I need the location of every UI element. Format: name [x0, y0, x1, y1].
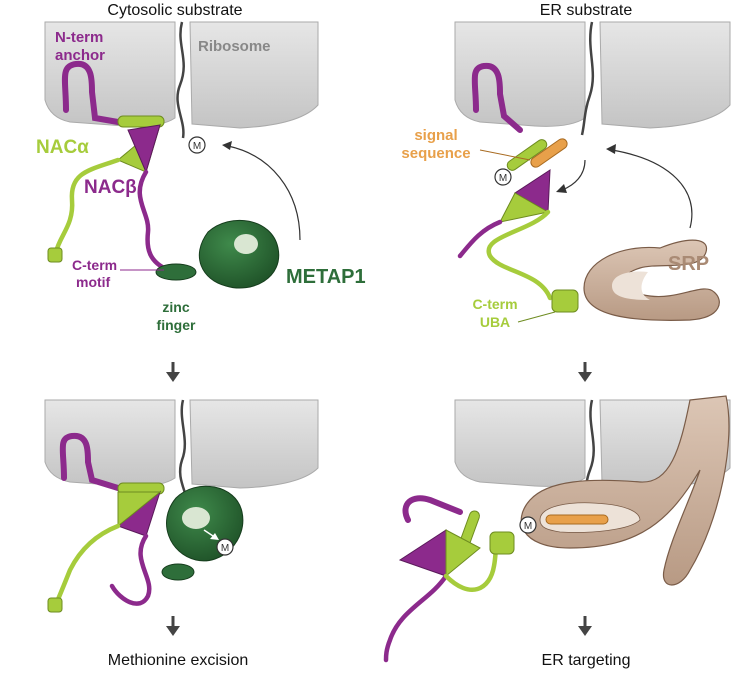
nascent-chain — [176, 21, 185, 139]
zinc-finger-label-1: zinc — [162, 299, 189, 315]
nac-alpha-tail-b — [53, 523, 121, 607]
nac-alpha-label: NACα — [36, 137, 89, 158]
c-term-motif-label-2: motif — [76, 274, 111, 290]
uba-domain-b — [489, 531, 515, 555]
signal-arrow — [561, 159, 586, 191]
nac-helix-top — [117, 115, 165, 128]
n-term-anchor-er — [471, 62, 523, 133]
ribosome-left-half-rb — [454, 399, 586, 487]
nac-alpha-body-b — [117, 491, 162, 528]
c-term-uba-label-1: C-term — [472, 296, 517, 312]
methionine-marker-rb — [519, 516, 537, 534]
metap1-active-site-b — [182, 507, 210, 529]
nac-beta-tail-b — [109, 533, 152, 606]
n-term-anchor-label-2: anchor — [55, 47, 105, 64]
panel-er-bottom: M — [383, 395, 731, 663]
down-arrow-right-mid — [578, 362, 592, 382]
ribosome-right-half — [189, 21, 319, 129]
outcome-methionine-excision: Methionine excision — [108, 652, 249, 669]
nascent-chain-b — [178, 399, 190, 506]
panel-cytosolic-top: M Ribosome N-term anchor NACα NACβ C-ter… — [36, 21, 366, 333]
ribosome-left-half-er — [454, 21, 586, 127]
signal-sequence-label-1: signal — [414, 127, 457, 144]
er-title: ER substrate — [540, 2, 633, 19]
signal-sequence-helix — [530, 138, 568, 168]
methionine-marker-b — [216, 538, 234, 556]
c-term-uba-pointer — [517, 311, 556, 323]
nac-alpha-body-er — [499, 192, 550, 223]
methionine-marker-er — [494, 168, 512, 186]
nac-alpha-tail-er — [486, 209, 553, 301]
nac-beta-tail — [137, 169, 171, 273]
panel-cytosolic-bottom: M — [44, 399, 319, 613]
signal-sequence-pointer — [479, 149, 531, 161]
recruit-arrowhead-left — [222, 141, 232, 150]
metap1-active-site — [234, 234, 258, 254]
nac-helix-top-er — [506, 139, 548, 171]
ribosome-right-half-b — [189, 399, 319, 489]
nac-alpha-tail — [53, 157, 121, 255]
signal-arrowhead — [556, 184, 567, 193]
c-term-uba-label-2: UBA — [480, 314, 510, 330]
nac-beta-tail-er — [457, 219, 503, 259]
srp-pocket — [612, 271, 650, 300]
nac-beta-tail-rb — [383, 573, 449, 663]
down-arrow-left-bottom — [166, 616, 180, 636]
cytosolic-title: Cytosolic substrate — [107, 2, 242, 19]
recruit-arrow-left — [227, 145, 301, 241]
signal-sequence-label-2: sequence — [401, 145, 470, 162]
nac-alpha-body-rb — [445, 529, 481, 578]
n-term-anchor — [61, 60, 121, 125]
nac-alpha-tail-end-b — [47, 597, 63, 613]
nac-beta-label: NACβ — [84, 177, 137, 198]
n-term-anchor-rb — [402, 495, 463, 523]
methionine-label-er: M — [499, 173, 507, 184]
down-arrow-left-mid — [166, 362, 180, 382]
n-term-anchor-label-1: N-term — [55, 29, 103, 46]
ribosome-label: Ribosome — [198, 38, 271, 55]
signal-sequence-helix-b — [545, 514, 609, 525]
recruit-arrow-right — [611, 149, 693, 229]
down-arrow-right-bottom — [578, 616, 592, 636]
excision-arrowhead — [210, 533, 219, 540]
c-term-motif-label-1: C-term — [72, 257, 117, 273]
srp-particle-b — [520, 395, 730, 586]
nascent-chain-er — [580, 21, 595, 136]
methionine-label: M — [193, 141, 201, 152]
nac-alpha-tail-end — [47, 247, 63, 263]
srp-particle — [583, 239, 720, 321]
nac-beta-body-rb — [398, 529, 447, 577]
ribosome-right-half-er — [599, 21, 731, 129]
methionine-label-rb: M — [524, 521, 532, 532]
nac-beta-body — [127, 124, 161, 174]
metap1-label: METAP1 — [286, 266, 366, 288]
outcome-er-targeting: ER targeting — [542, 652, 631, 669]
methionine-label-b: M — [221, 543, 229, 554]
uba-domain — [551, 289, 579, 313]
zinc-finger-label-2: finger — [157, 317, 196, 333]
zinc-finger-domain-b — [161, 563, 195, 581]
metap1-protein — [198, 219, 280, 289]
zinc-finger-domain — [155, 263, 197, 281]
recruit-arrowhead-right — [606, 144, 616, 154]
methionine-marker — [188, 136, 206, 154]
panel-er-top: M signal sequence C-term UBA SRP — [401, 21, 731, 330]
srp-label: SRP — [668, 253, 709, 275]
n-term-anchor-b — [59, 432, 121, 491]
